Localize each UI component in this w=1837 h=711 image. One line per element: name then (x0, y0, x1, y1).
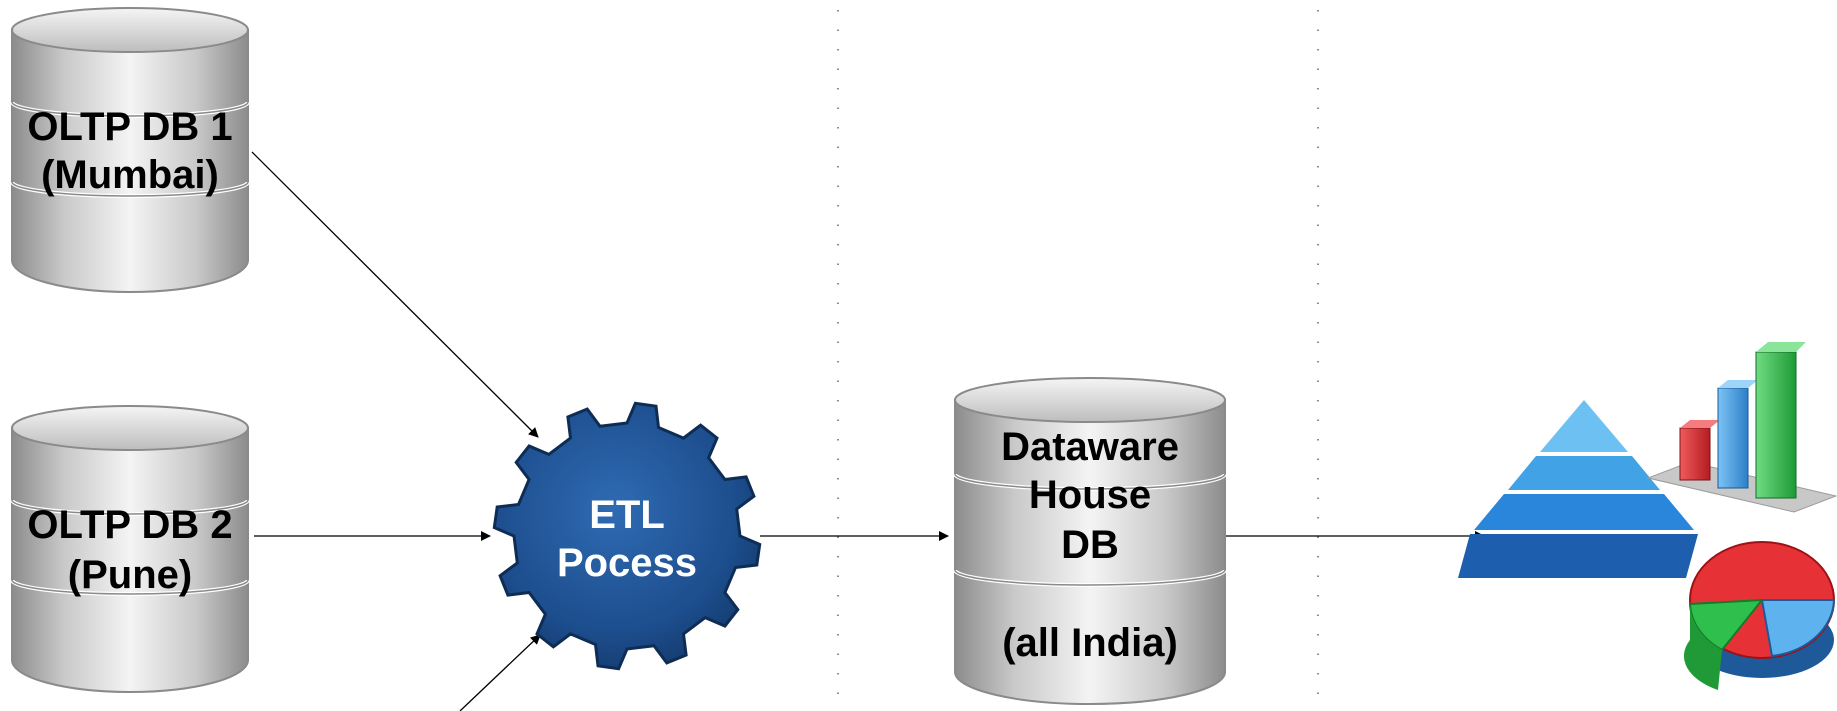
bar-blue (1717, 380, 1758, 489)
database-icon (10, 405, 250, 693)
bar-red (1679, 420, 1720, 481)
arrow-bottom-to-etl (459, 634, 541, 711)
node-label-line2: (Pune) (68, 553, 192, 597)
node-label-line2: (Mumbai) (41, 153, 219, 197)
warehouse-db: Dataware House DB (all India) (953, 377, 1227, 705)
arrow-db1-to-etl (251, 151, 539, 438)
node-label-line1: OLTP DB 1 (27, 105, 232, 149)
node-label-line3: DB (1061, 523, 1119, 567)
pyramid-icon (1458, 400, 1698, 578)
node-label-line1: OLTP DB 2 (27, 503, 232, 547)
oltp-db-1: OLTP DB 1 (Mumbai) (10, 7, 250, 293)
node-label-line2: House (1029, 473, 1151, 517)
node-label-line1: Dataware (1001, 425, 1179, 469)
oltp-db-2: OLTP DB 2 (Pune) (10, 405, 250, 693)
pie-chart-icon (1683, 541, 1836, 690)
connectors (251, 151, 1485, 711)
etl-process: ETL Pocess (492, 401, 762, 671)
gear-icon (492, 401, 762, 671)
node-label-line4: (all India) (1002, 621, 1178, 665)
node-label-line1: ETL (589, 493, 665, 537)
bar-green (1755, 342, 1806, 499)
database-icon (10, 7, 250, 293)
database-icon (953, 377, 1227, 705)
node-label-line2: Pocess (557, 541, 697, 585)
bar-chart-icon (1646, 342, 1837, 513)
reporting-icons (1458, 342, 1837, 690)
